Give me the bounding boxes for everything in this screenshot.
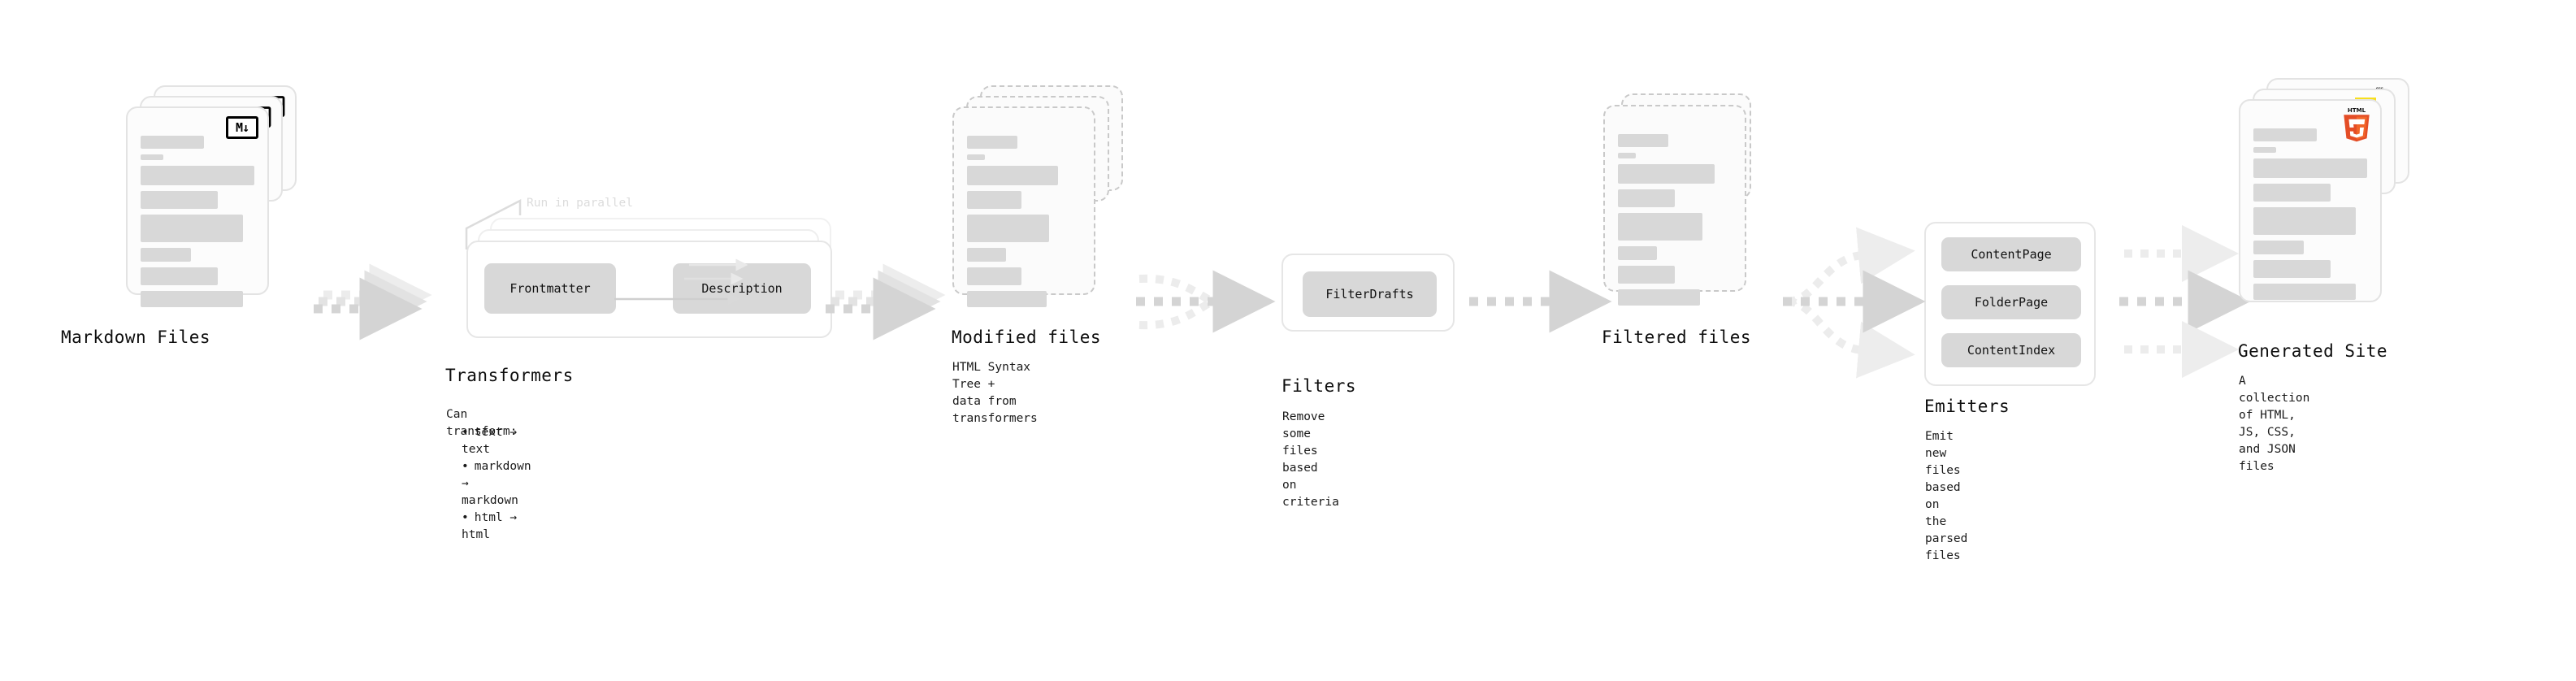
document-skeleton-lines — [2253, 128, 2367, 306]
document-skeleton-lines — [1618, 134, 1732, 311]
modified-files-subtext: HTML Syntax Tree + data from transformer… — [952, 361, 1038, 426]
skeleton-bar — [141, 191, 219, 209]
transformer-node-description[interactable]: Description — [673, 263, 811, 314]
skeleton-bar — [1618, 153, 1637, 158]
svg-text:HTML: HTML — [2348, 106, 2366, 114]
skeleton-bar — [141, 154, 163, 160]
page-title-transformers: Transformers — [445, 366, 574, 385]
html5-icon: HTML — [2341, 106, 2372, 142]
transformers-box[interactable]: Frontmatter Description — [466, 241, 832, 338]
skeleton-bar — [2253, 284, 2356, 300]
list-item: html → html — [462, 510, 531, 544]
generated-site-subtext: A collection of HTML, JS, CSS, and JSON … — [2239, 375, 2310, 474]
skeleton-bar — [2253, 260, 2331, 278]
transformers-bullet-list: text → text markdown → markdown html → h… — [449, 424, 531, 544]
run-in-parallel-label: Run in parallel — [527, 197, 633, 210]
skeleton-bar — [1618, 134, 1668, 147]
emitter-node-folder-page[interactable]: FolderPage — [1941, 285, 2081, 319]
arrow-markdown-to-transformers — [314, 263, 432, 340]
skeleton-bar — [1618, 289, 1700, 306]
skeleton-bar — [2253, 128, 2318, 141]
skeleton-bar — [2253, 207, 2356, 235]
filter-node-filter-drafts[interactable]: FilterDrafts — [1303, 271, 1437, 317]
skeleton-bar — [1618, 266, 1675, 284]
filtered-card-front — [1603, 105, 1746, 306]
skeleton-bar — [141, 267, 219, 285]
skeleton-bar — [1618, 213, 1702, 241]
skeleton-bar — [2253, 241, 2304, 254]
document-skeleton-lines — [141, 136, 254, 313]
document-skeleton-lines — [967, 136, 1081, 313]
skeleton-bar — [967, 267, 1022, 285]
page-title-filters: Filters — [1281, 376, 1357, 396]
page-title-emitters: Emitters — [1924, 397, 2010, 416]
generated-card-front: HTML — [2239, 99, 2382, 302]
list-item: markdown → markdown — [462, 458, 531, 510]
skeleton-bar — [967, 154, 986, 160]
emitters-subtext: Emit new files based on the parsed files — [1925, 430, 1968, 563]
transformer-node-frontmatter[interactable]: Frontmatter — [484, 263, 616, 314]
skeleton-bar — [1618, 246, 1657, 260]
skeleton-bar — [2253, 184, 2331, 202]
filters-box[interactable]: FilterDrafts — [1281, 254, 1455, 332]
arrow-filtered-to-emitters — [1783, 227, 1926, 379]
skeleton-bar — [141, 215, 243, 242]
filters-subtext: Remove some files based on criteria — [1282, 410, 1339, 510]
skeleton-bar — [967, 215, 1049, 242]
skeleton-bar — [967, 191, 1022, 209]
emitters-box[interactable]: ContentPage FolderPage ContentIndex — [1924, 222, 2096, 386]
skeleton-bar — [141, 136, 205, 149]
skeleton-bar — [2253, 147, 2276, 153]
skeleton-bar — [967, 136, 1017, 149]
list-item: text → text — [462, 424, 531, 458]
page-title-generated-site: Generated Site — [2238, 341, 2388, 361]
markdown-card-front: M↓ — [126, 106, 269, 307]
page-title-filtered-files: Filtered files — [1602, 327, 1752, 347]
arrow-transformers-to-modified — [826, 263, 946, 340]
page-title-modified-files: Modified files — [952, 327, 1102, 347]
skeleton-bar — [141, 291, 243, 307]
emitter-node-content-index[interactable]: ContentIndex — [1941, 333, 2081, 367]
skeleton-bar — [967, 248, 1006, 262]
modified-card-front — [952, 106, 1095, 307]
skeleton-bar — [1618, 164, 1715, 184]
emitter-node-content-page[interactable]: ContentPage — [1941, 237, 2081, 271]
arrow-emitters-to-site — [2119, 225, 2251, 378]
skeleton-bar — [1618, 189, 1675, 207]
skeleton-bar — [141, 166, 254, 185]
skeleton-bar — [967, 166, 1058, 185]
markdown-icon: M↓ — [226, 116, 258, 139]
arrow-modified-to-filters — [1136, 270, 1276, 333]
skeleton-bar — [141, 248, 191, 262]
skeleton-bar — [2253, 158, 2367, 178]
skeleton-bar — [967, 291, 1047, 307]
page-title-markdown-files: Markdown Files — [61, 327, 211, 347]
